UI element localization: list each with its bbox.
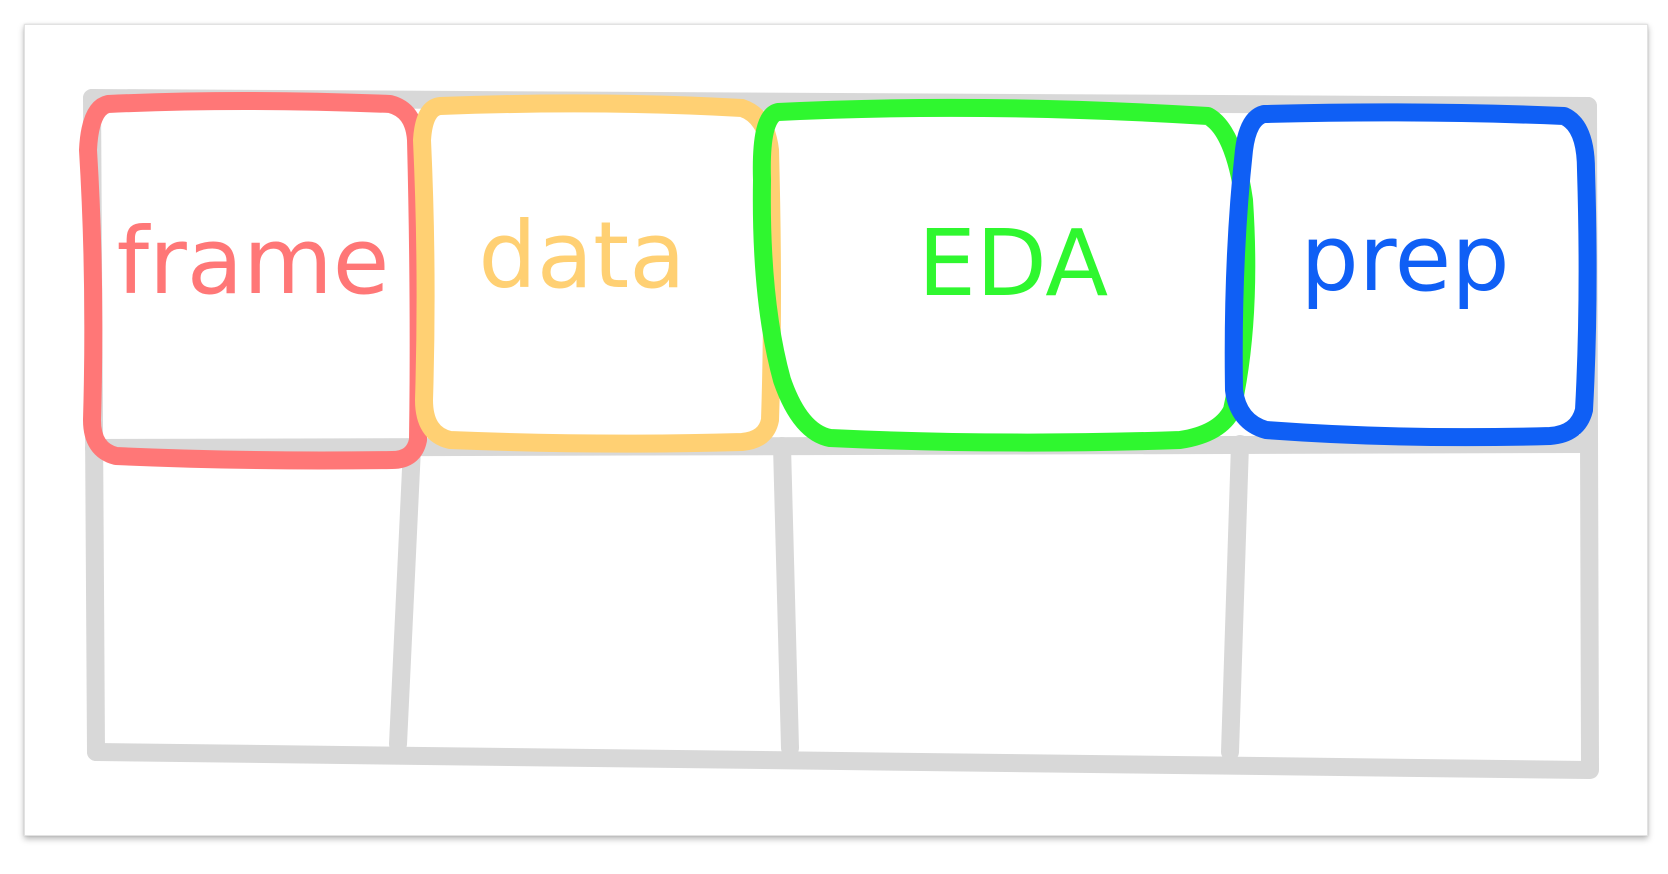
- grid-divider-2: [773, 437, 799, 757]
- frame-label: frame: [117, 208, 390, 315]
- prep-box-outline: [1224, 103, 1597, 447]
- grid-bottom-line: [87, 743, 1597, 779]
- eda-box-outline: [752, 98, 1256, 452]
- data-label: data: [478, 202, 685, 309]
- prep-label: prep: [1300, 205, 1509, 312]
- eda-label: EDA: [918, 210, 1108, 317]
- grid-divider-3: [1221, 435, 1249, 761]
- frame-box-outline: [79, 92, 428, 470]
- data-box-outline: [413, 94, 781, 453]
- grid-divider-1: [389, 439, 421, 753]
